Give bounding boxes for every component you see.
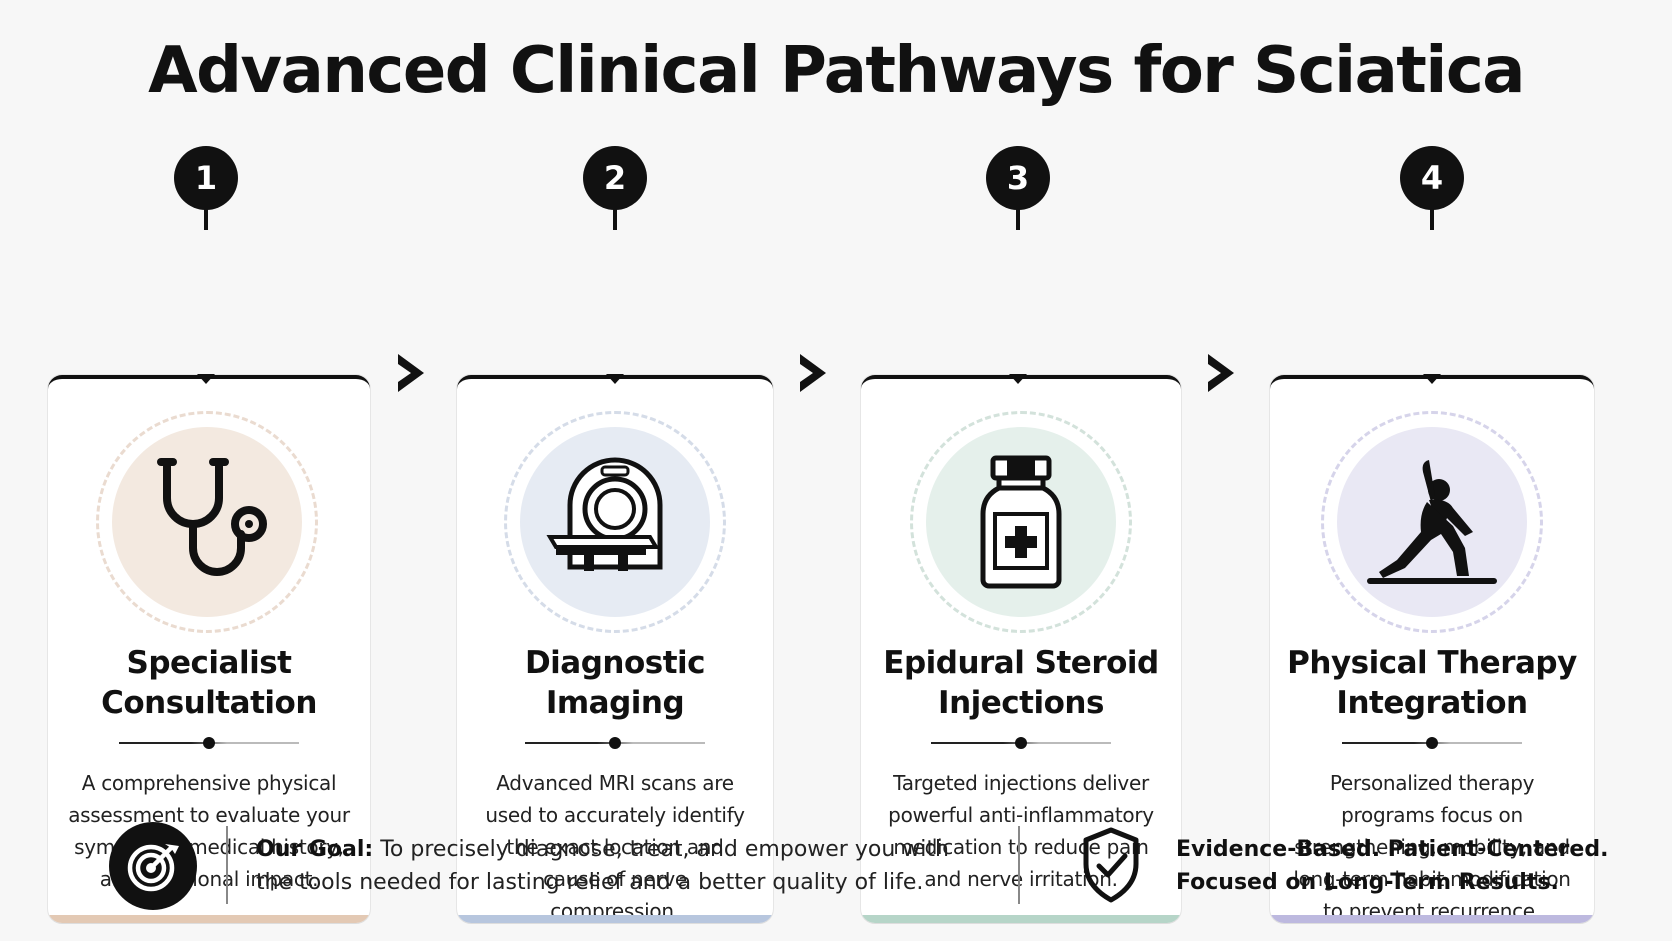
badge-connector [1016, 208, 1020, 230]
icon-ring [910, 411, 1132, 633]
step-title: Specialist Consultation [48, 643, 370, 723]
goal-icon-badge [109, 822, 197, 910]
badge-connector [204, 208, 208, 230]
target-icon [127, 844, 179, 892]
medicine-vial-icon [980, 455, 1062, 589]
step-description: Advanced MRI scans are used to accuratel… [485, 771, 745, 923]
step-title: Epidural Steroid Injections [861, 643, 1181, 723]
step-title-line: Injections [938, 685, 1104, 721]
step-number-badge: 1 [174, 146, 238, 210]
footer-divider [226, 826, 228, 904]
yoga-pose-icon [1367, 460, 1497, 584]
divider [525, 736, 705, 750]
page-title: Advanced Clinical Pathways for Sciatica [148, 34, 1525, 108]
divider [931, 736, 1111, 750]
icon-disc [520, 427, 710, 617]
badge-connector [1430, 208, 1434, 230]
icon-disc [926, 427, 1116, 617]
step-title: Diagnostic Imaging [457, 643, 773, 723]
footer-divider [1018, 826, 1020, 904]
step-title-line: Imaging [545, 685, 685, 721]
step-number-badge: 4 [1400, 146, 1464, 210]
tagline: Evidence-Based. Patient-Centered. Focuse… [1176, 833, 1656, 899]
step-number-badge: 2 [583, 146, 647, 210]
goal-text: To precisely diagnose, treat, and empowe… [256, 837, 949, 895]
icon-ring [504, 411, 726, 633]
goal-statement: Our Goal: To precisely diagnose, treat, … [256, 833, 976, 899]
shield-check-icon [1083, 827, 1139, 903]
step-description: Targeted injections deliver powerful ant… [888, 771, 1154, 891]
card-accent-bar [1270, 915, 1594, 923]
step-title-line: Specialist [126, 645, 293, 681]
card-accent-bar [861, 915, 1181, 923]
tagline-line: Focused on Long-Term Results. [1176, 870, 1559, 895]
card-accent-bar [457, 915, 773, 923]
divider [119, 736, 299, 750]
card-accent-bar [48, 915, 370, 923]
chevron-right-icon [1208, 354, 1234, 392]
tagline-line: Evidence-Based. Patient-Centered. [1176, 837, 1609, 862]
divider [1342, 736, 1522, 750]
icon-ring [96, 411, 318, 633]
stethoscope-icon [157, 458, 267, 576]
step-title-line: Physical Therapy [1287, 645, 1577, 681]
mri-scanner-icon [546, 457, 663, 571]
connector-tip [606, 374, 624, 384]
step-description: Personalized therapy programs focus on s… [1293, 771, 1571, 923]
connector-tip [1009, 374, 1027, 384]
step-card: Epidural Steroid Injections Targeted inj… [861, 375, 1181, 923]
goal-label: Our Goal: [256, 837, 374, 862]
step-title-line: Consultation [101, 685, 317, 721]
step-number-badge: 3 [986, 146, 1050, 210]
icon-ring [1321, 411, 1543, 633]
connector-tip [197, 374, 215, 384]
chevron-right-icon [398, 354, 424, 392]
step-title-line: Integration [1336, 685, 1528, 721]
step-card: Diagnostic Imaging Advanced MRI scans ar… [457, 375, 773, 923]
step-title: Physical Therapy Integration [1270, 643, 1594, 723]
icon-disc [112, 427, 302, 617]
chevron-right-icon [800, 354, 826, 392]
icon-disc [1337, 427, 1527, 617]
connector-tip [1423, 374, 1441, 384]
step-title-line: Diagnostic [524, 645, 706, 681]
step-card: Physical Therapy Integration Personalize… [1270, 375, 1594, 923]
step-title-line: Epidural Steroid [883, 645, 1159, 681]
badge-connector [613, 208, 617, 230]
